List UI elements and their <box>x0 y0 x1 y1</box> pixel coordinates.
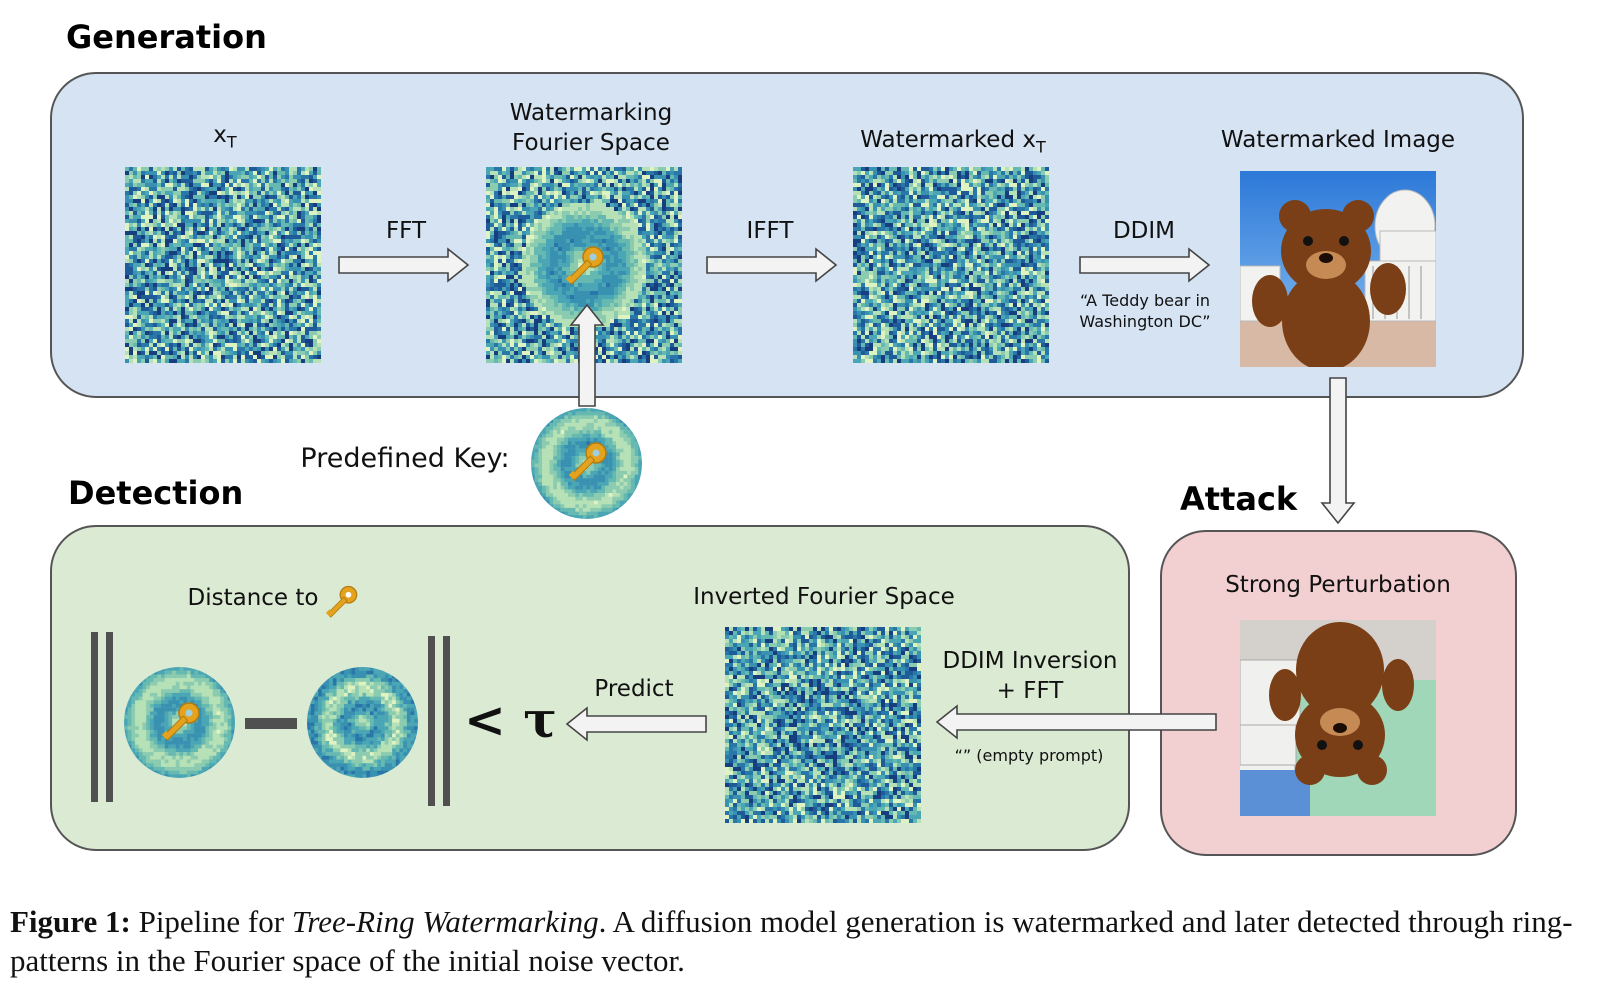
key-up-arrow <box>569 303 605 407</box>
predefined-key-label: Predefined Key: <box>300 443 510 474</box>
predict-arrow <box>565 706 707 742</box>
watermarking-fourier-image <box>486 167 682 363</box>
watermarked-teddy-image <box>1240 171 1436 367</box>
prompt-text: “A Teddy bear in Washington DC” <box>1079 291 1211 331</box>
caption-figure-number: Figure 1: <box>10 904 131 939</box>
attack-down-arrow <box>1320 377 1356 525</box>
minus-sign <box>245 718 297 729</box>
detection-title: Detection <box>68 474 244 512</box>
watermarked-xt-label: Watermarked xT <box>860 127 1046 157</box>
perturbed-teddy-image <box>1240 620 1436 816</box>
watermarked-image-label: Watermarked Image <box>1220 127 1456 153</box>
key-icon <box>565 246 604 285</box>
norm-bar-left-2 <box>106 632 113 802</box>
norm-bar-right-2 <box>443 636 450 806</box>
figure-caption: Figure 1: Pipeline for Tree-Ring Waterma… <box>10 902 1595 980</box>
attack-title: Attack <box>1180 480 1298 518</box>
norm-bar-right-1 <box>428 636 435 806</box>
norm-key-icon <box>161 702 200 741</box>
ifft-arrow <box>706 247 838 283</box>
xt-label: xT <box>213 122 237 152</box>
threshold-label: < τ <box>464 690 557 749</box>
fft-arrow <box>338 247 470 283</box>
empty-prompt-label: “” (empty prompt) <box>954 746 1104 765</box>
inverted-ring-disc <box>307 667 418 778</box>
distance-label: Distance to <box>187 585 319 611</box>
watermarked-xt-noise-image <box>853 167 1049 363</box>
predict-label: Predict <box>594 676 674 702</box>
distance-key-icon <box>325 585 358 618</box>
watermarking-fourier-label: Watermarking Fourier Space <box>509 100 673 156</box>
ifft-label: IFFT <box>746 218 794 244</box>
inversion-arrow <box>935 704 1217 740</box>
generation-title: Generation <box>66 18 267 56</box>
strong-perturbation-label: Strong Perturbation <box>1225 572 1451 598</box>
ddim-label: DDIM <box>1112 218 1176 244</box>
caption-method: Tree-Ring Watermarking <box>291 904 599 939</box>
inverted-fourier-label: Inverted Fourier Space <box>693 584 955 610</box>
caption-text-before: Pipeline for <box>130 904 292 939</box>
xt-noise-image <box>125 167 321 363</box>
norm-bar-left-1 <box>91 632 98 802</box>
ddim-inversion-label: DDIM Inversion + FFT <box>942 648 1118 704</box>
detection-panel <box>50 525 1130 851</box>
key-ring-disc <box>124 667 235 778</box>
fft-label: FFT <box>385 218 427 244</box>
inverted-fourier-image <box>725 627 921 823</box>
predefined-key-icon <box>568 442 607 481</box>
caption-text-after: . A diffusion model generation is waterm… <box>10 904 1573 978</box>
ddim-arrow <box>1079 247 1211 283</box>
